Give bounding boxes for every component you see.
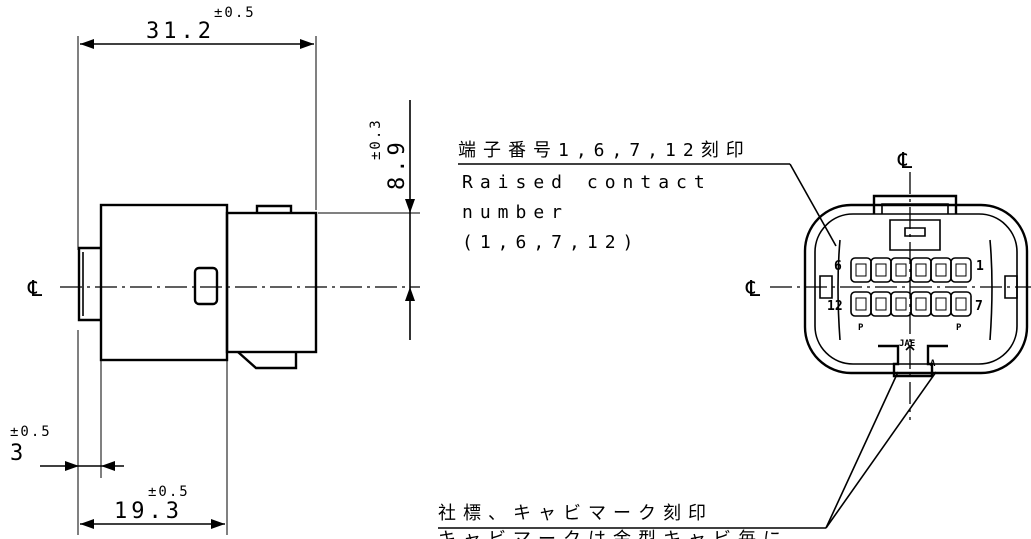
cavity: [870, 257, 892, 283]
front-view: ℄ ℄: [745, 149, 1031, 420]
cavity: [870, 291, 892, 317]
centerline-symbol-left: ℄: [27, 277, 43, 302]
centerline-symbol-front: ℄: [745, 277, 761, 302]
cavity-contact: [915, 297, 927, 311]
leader-line-logo-1: [825, 371, 899, 529]
cavity-contact: [935, 297, 947, 311]
cavity-contact: [875, 297, 887, 311]
dimension-width-value: 31.2: [146, 19, 215, 44]
annotation-contact-jp: 端子番号1,6,7,12刻印: [458, 140, 751, 161]
contour-right: [989, 239, 993, 341]
cavity: [890, 291, 912, 317]
dimension-height-value: 8.9: [385, 138, 410, 190]
cavity: [910, 291, 932, 317]
arrow-icon: [405, 199, 415, 213]
cavity: [930, 257, 952, 283]
arrow-icon: [300, 39, 314, 49]
arrow-icon: [80, 519, 94, 529]
contour-left: [837, 239, 841, 341]
leader-line-logo-2: [825, 371, 937, 529]
annotation-contact-en-1: Raised contact: [462, 172, 712, 193]
leader-line-contact: [789, 163, 837, 247]
dimension-offset-tolerance: ±0.5: [10, 424, 52, 440]
cavity: [930, 291, 952, 317]
pin-label-12: 12: [827, 299, 843, 314]
key-bottom: [878, 344, 948, 378]
annotation-logo-jp: 社標、キャビマーク刻印: [438, 503, 713, 524]
side-view: 31.2 ±0.5 ℄ 8.9 ±0.3 3 ±0.5 19.3: [10, 5, 420, 535]
connector-body-rear: [99, 203, 229, 362]
pin-label-7: 7: [975, 299, 983, 314]
polarity-mark-right: P: [956, 323, 962, 333]
housing-outer: [803, 203, 1029, 375]
polarity-mark-left: P: [858, 323, 864, 333]
cavity: [950, 291, 972, 317]
centerline-symbol-top: ℄: [897, 149, 913, 174]
key-left: [819, 275, 833, 299]
latch-bottom: [237, 351, 298, 370]
latch-window: [904, 227, 926, 237]
cavity: [890, 257, 912, 283]
dimension-offset-value: 3: [10, 441, 27, 466]
annotations: 端子番号1,6,7,12刻印 Raised contact number (1,…: [438, 140, 937, 539]
dimension-depth-value: 19.3: [114, 499, 183, 524]
cavity-contact: [895, 297, 907, 311]
latch-top: [255, 204, 293, 213]
cavity-contact: [955, 263, 967, 277]
connector-body-front: [225, 211, 318, 354]
pin-label-6: 6: [834, 259, 842, 274]
rear-cap: [77, 246, 101, 322]
arrow-icon: [65, 461, 79, 471]
dimension-depth-tolerance: ±0.5: [148, 484, 190, 500]
dimension-height-tolerance: ±0.3: [368, 118, 384, 160]
annotation-logo-jp-cut: キャビマークは金型キャビ毎に: [438, 529, 788, 539]
arrow-icon: [80, 39, 94, 49]
dimension-width-tolerance: ±0.5: [214, 5, 256, 21]
arrow-icon: [101, 461, 115, 471]
cavity-mark: A: [930, 359, 936, 369]
latch-front-inner: [881, 203, 949, 251]
cavity-contact: [935, 263, 947, 277]
cavity-contact: [955, 297, 967, 311]
cavity-grid: [850, 257, 972, 317]
cavity: [950, 257, 972, 283]
annotation-contact-en-2: number: [462, 202, 569, 223]
pin-label-1: 1: [976, 259, 984, 274]
key-right: [1004, 275, 1018, 299]
arrow-icon: [211, 519, 225, 529]
cavity-contact: [855, 263, 867, 277]
cavity: [850, 257, 872, 283]
cavity-contact: [855, 297, 867, 311]
latch-front: [872, 194, 958, 214]
brand-mark: JAE: [899, 339, 915, 349]
cavity-contact: [875, 263, 887, 277]
cavity: [910, 257, 932, 283]
annotation-contact-en-3: (1,6,7,12): [462, 232, 640, 253]
cavity: [850, 291, 872, 317]
side-window: [193, 266, 219, 306]
cavity-contact: [915, 263, 927, 277]
arrow-up-icon: [905, 344, 915, 351]
cavity-contact: [895, 263, 907, 277]
arrow-icon: [405, 287, 415, 301]
